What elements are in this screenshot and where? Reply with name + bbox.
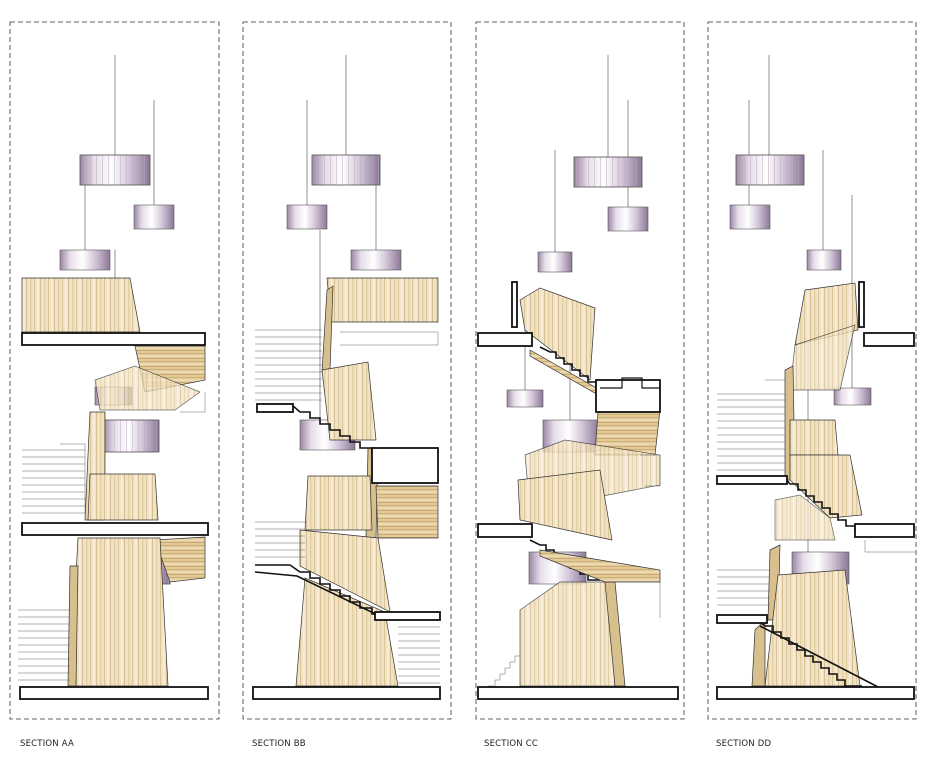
stair-risers-cc xyxy=(600,377,660,389)
section-bb-label: SECTION BB xyxy=(252,739,306,749)
timber-stair-volumes xyxy=(21,277,206,687)
lamp-cords xyxy=(306,55,377,420)
section-aa-label: SECTION AA xyxy=(20,739,75,749)
timber-stair-volumes xyxy=(751,282,863,687)
pendant-lamp-icon xyxy=(729,154,872,585)
floor-slabs xyxy=(716,281,915,700)
section-dd-frame xyxy=(707,21,917,720)
section-cc-drawing xyxy=(475,21,685,720)
section-cc-label: SECTION CC xyxy=(484,739,539,749)
section-aa-drawing xyxy=(9,21,220,720)
section-aa-frame xyxy=(9,21,220,720)
timber-stair-volumes xyxy=(295,277,439,687)
floor-slabs xyxy=(477,281,679,700)
floor-slabs xyxy=(19,332,209,700)
section-bb-drawing xyxy=(242,21,452,720)
stair-flights xyxy=(254,404,389,621)
pendant-lamp-icon xyxy=(286,154,402,451)
section-cc-frame xyxy=(475,21,685,720)
side-stair-lines xyxy=(255,329,440,684)
section-dd-drawing xyxy=(707,21,917,720)
side-stair-lines xyxy=(717,379,915,606)
stair-flights xyxy=(756,477,881,689)
side-stair-lines xyxy=(488,454,661,687)
timber-stair-volumes xyxy=(517,287,661,687)
section-bb-frame xyxy=(242,21,452,720)
floor-slabs xyxy=(252,403,441,700)
side-stair-lines xyxy=(18,392,206,681)
section-dd-label: SECTION DD xyxy=(716,739,772,749)
